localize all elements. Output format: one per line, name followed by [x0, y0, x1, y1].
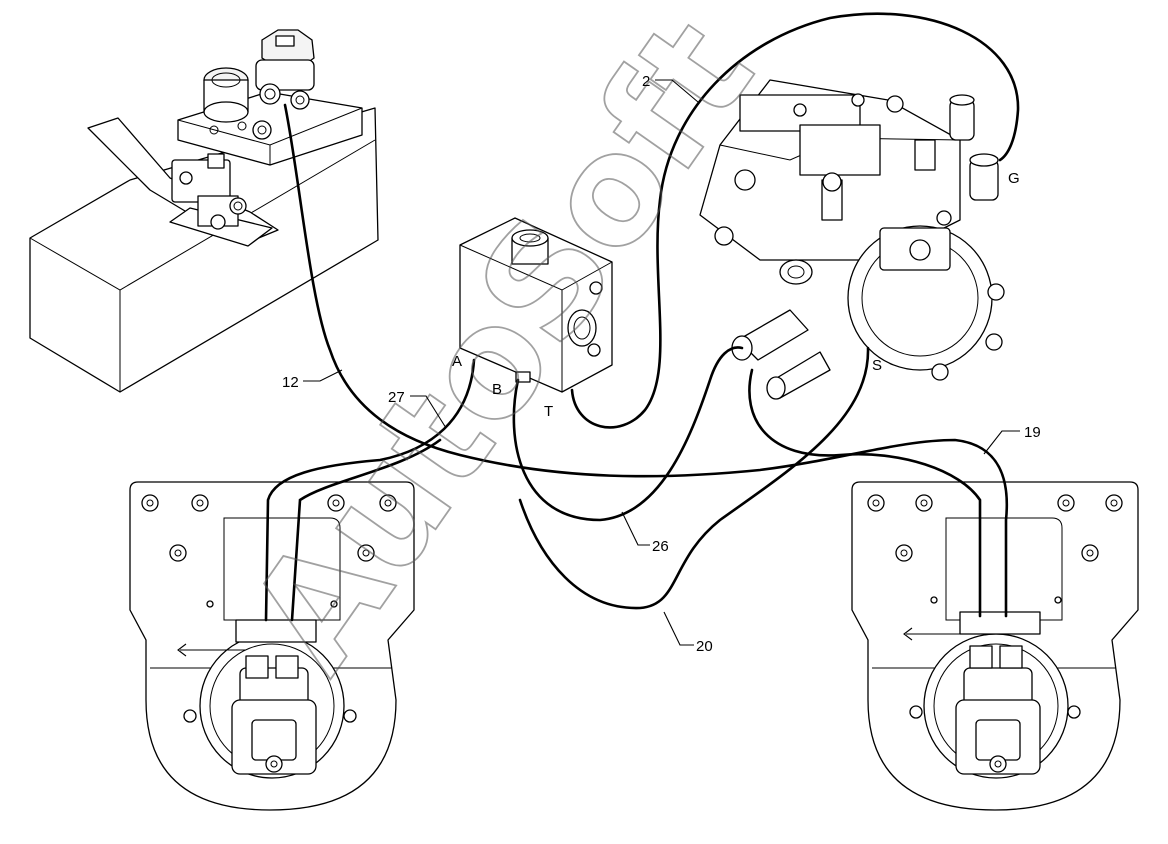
port-label-a: A	[452, 353, 462, 370]
hydraulic-pump	[699, 79, 1005, 400]
valve-block	[459, 217, 613, 393]
hose-26	[512, 346, 744, 522]
right-wheel-motor	[851, 481, 1139, 811]
hose-27b	[290, 438, 442, 622]
left-wheel-motor	[129, 481, 415, 811]
callout-leaders	[303, 79, 1020, 646]
hose-27	[264, 358, 476, 622]
port-label-s: S	[872, 357, 882, 374]
hose-19	[748, 368, 982, 618]
callout-12: 12	[282, 374, 299, 391]
callout-19: 19	[1024, 424, 1041, 441]
filler-cap	[203, 67, 249, 123]
callout-26: 26	[652, 538, 669, 555]
port-label-t: T	[544, 403, 553, 420]
hydraulic-tank	[29, 29, 379, 393]
return-filter	[255, 29, 315, 110]
port-label-g: G	[1008, 170, 1020, 187]
callout-2: 2	[642, 73, 650, 90]
hoses	[264, 12, 1020, 622]
callout-27: 27	[388, 389, 405, 406]
hose-20	[518, 346, 870, 610]
tank-valve-block	[171, 153, 247, 230]
hose-2	[570, 12, 1020, 429]
callout-20: 20	[696, 638, 713, 655]
port-label-b: B	[492, 381, 502, 398]
hose-12	[283, 103, 1009, 618]
